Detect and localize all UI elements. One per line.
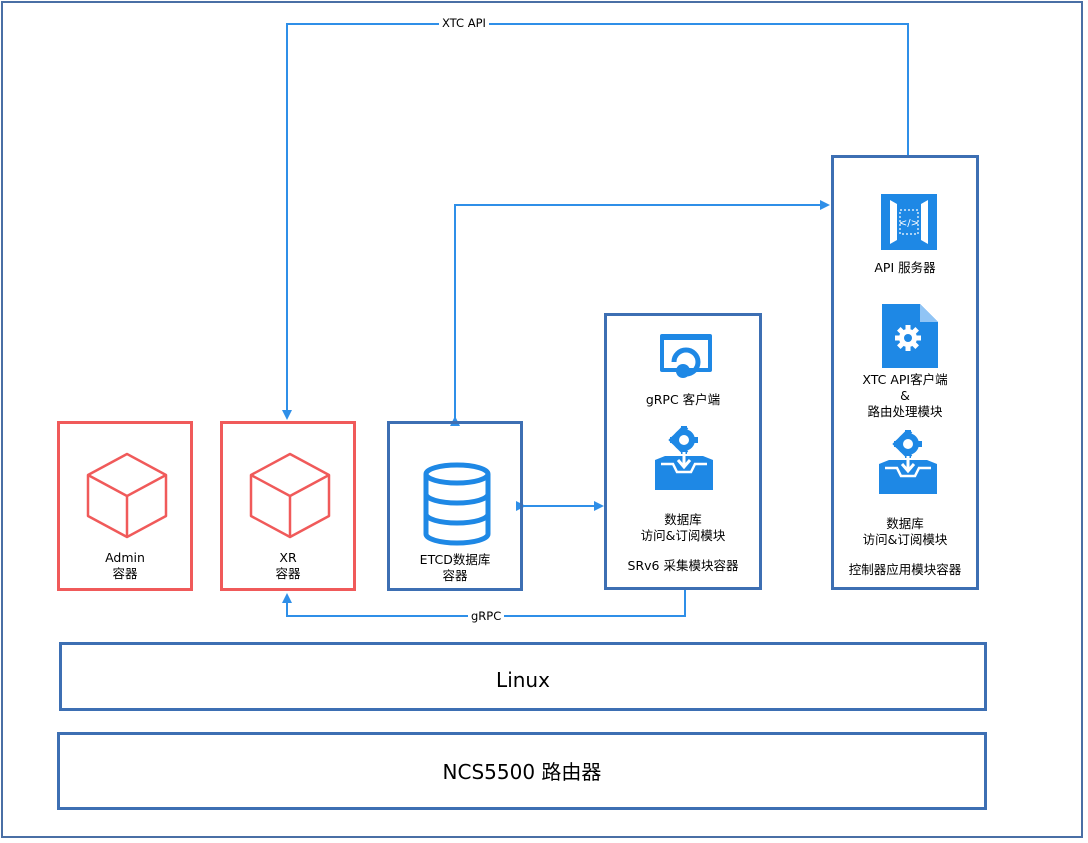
database-icon (423, 462, 491, 546)
api-server-label: API 服务器 (874, 260, 936, 275)
admin-container: Admin 容器 (57, 421, 193, 591)
srv6-container: gRPC 客户端 数据库 访问&订阅模块 SRv6 采集模块容器 (604, 313, 762, 590)
xtc-api-wire (282, 23, 909, 420)
xtc-api-label: XTC API (439, 16, 489, 30)
api-server-icon: </> (881, 194, 937, 250)
svg-text:</>: </> (899, 218, 919, 229)
admin-label-1: Admin (105, 550, 145, 565)
grpc-client-label: gRPC 客户端 (645, 392, 721, 407)
srv6-db-label-2: 访问&订阅模块 (640, 528, 726, 543)
router-label: NCS5500 路由器 (442, 760, 602, 784)
linux-label: Linux (496, 668, 550, 692)
controller-title: 控制器应用模块容器 (848, 562, 962, 577)
etcd-label-1: ETCD数据库 (419, 552, 491, 567)
controller-container: </> API 服务器 XTC API客户端 & 路由处理模块 数据库 访问&订… (831, 155, 979, 590)
database-module-icon (655, 426, 713, 490)
cube-icon (86, 452, 168, 539)
etcd-controller-wire (450, 200, 830, 426)
linux-layer: Linux (59, 642, 987, 711)
etcd-container: ETCD数据库 容器 (387, 421, 523, 591)
xtc-client-label-1: XTC API客户端 (862, 372, 948, 387)
grpc-label: gRPC (468, 609, 505, 623)
controller-db-label-1: 数据库 (886, 516, 924, 531)
gear-document-icon (882, 304, 938, 368)
xtc-client-label-2: & (900, 388, 910, 403)
xr-label-2: 容器 (275, 566, 301, 581)
router-layer: NCS5500 路由器 (57, 732, 987, 810)
etcd-label-2: 容器 (442, 568, 468, 583)
controller-db-label-2: 访问&订阅模块 (862, 532, 948, 547)
xr-container: XR 容器 (220, 421, 356, 591)
admin-label-2: 容器 (112, 566, 138, 581)
srv6-title: SRv6 采集模块容器 (627, 558, 739, 573)
xtc-client-label-3: 路由处理模块 (867, 404, 943, 419)
xr-label-1: XR (279, 550, 297, 565)
grpc-client-icon (660, 334, 712, 378)
srv6-db-label-1: 数据库 (664, 512, 702, 527)
database-module-icon (879, 430, 937, 494)
cube-icon (249, 452, 331, 539)
